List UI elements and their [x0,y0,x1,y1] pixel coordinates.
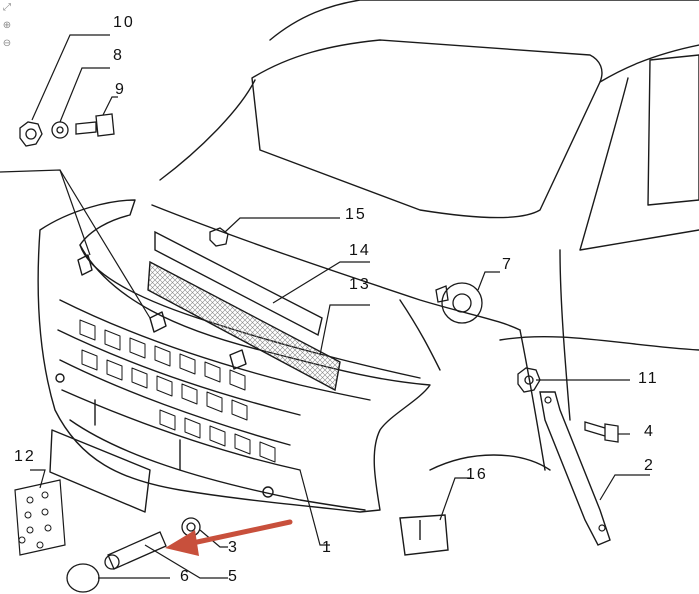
callout-15: 15 [345,206,367,223]
door-line [559,249,571,421]
bracket-2 [539,391,611,546]
grille-row-1 [59,299,371,401]
bumper-lower-edge [69,419,366,511]
lamp-mount-7 [441,282,483,324]
bolt-9 [75,113,115,137]
bolt-5 [107,531,167,570]
grille-row-3 [59,359,291,446]
grille-panel-14 [154,230,323,337]
bumper-upper-lip [79,244,421,379]
callout-2: 2 [644,457,655,474]
clip-left [77,254,93,276]
clip-right [229,349,247,370]
side-window [579,77,699,251]
license-plate [49,429,151,513]
mesh-panel-13 [147,260,341,392]
windshield [251,39,603,219]
highlight-arrow [165,519,293,556]
clip-nut-15 [209,227,229,247]
callout-10: 10 [113,14,135,31]
callout-6: 6 [180,568,191,585]
callout-5: 5 [228,568,239,585]
van-roof-line [269,0,699,41]
callout-1: 1 [322,539,333,556]
fastener-kit-12 [14,479,66,556]
lower-body [519,329,546,471]
hood-line [151,204,521,331]
nut-10 [19,121,43,147]
a-pillar [599,44,699,83]
callout-12: 12 [14,448,36,465]
nut-11 [517,367,541,393]
bracket-16 [399,514,449,556]
screw-4 [584,421,619,443]
clip-mid [149,311,167,333]
side-window-frame [647,54,699,206]
zoom-out-icon[interactable]: ⊖ [2,38,12,49]
hood-edge [159,79,256,181]
fit-view-icon[interactable]: ⤢ [3,2,11,13]
fender-arch [499,335,699,351]
wheel-arch [429,454,551,471]
zoom-in-icon[interactable]: ⊕ [2,20,12,31]
grille-row-4 [61,389,301,471]
washer-8 [51,121,69,139]
callout-9: 9 [115,81,126,98]
callout-13: 13 [349,276,371,293]
callout-7: 7 [502,256,513,273]
callout-11: 11 [638,370,659,387]
callout-14: 14 [349,242,371,259]
grille-row-2 [57,329,301,416]
bumper-outline [37,199,431,513]
cap-6 [66,563,100,593]
plate-notch [94,399,181,471]
callout-8: 8 [113,47,124,64]
callout-4: 4 [644,423,655,440]
callout-3: 3 [228,539,239,556]
headlight-outline [399,299,441,371]
callout-16: 16 [466,466,488,483]
